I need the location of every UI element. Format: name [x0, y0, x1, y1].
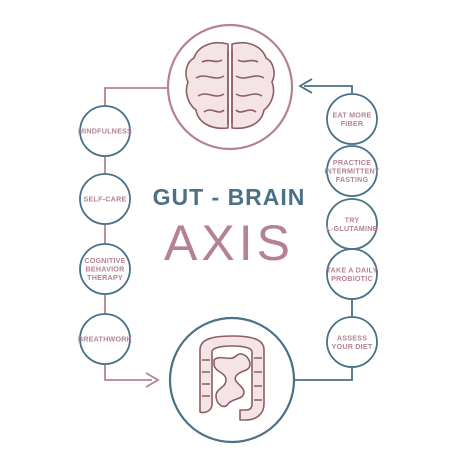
left_items-item-label: MINDFULNESS — [78, 127, 132, 136]
left-arrowhead — [145, 372, 160, 388]
left_items-item-label: THERAPY — [87, 273, 123, 282]
right_items-item-label: TAKE A DAILY — [327, 265, 378, 274]
left_items-item-circle — [79, 313, 131, 365]
title-line-2: AXIS — [164, 215, 294, 271]
left_items-item: BREATHWORK — [78, 313, 133, 365]
right_items-item-label: EAT MORE — [332, 110, 371, 119]
right_items-item-circle — [326, 248, 378, 300]
left-item-list: MINDFULNESS SELF-CARE COGNITIVEBEHAVIORTHE… — [78, 105, 133, 365]
right_items-item-label: FIBER — [341, 119, 364, 128]
right_items-item-label: L-GLUTAMINE — [326, 224, 377, 233]
intestines-icon — [199, 335, 265, 421]
left_items-item-label: SELF-CARE — [84, 195, 127, 204]
left_items-item-circle — [79, 243, 131, 295]
right_items-item-circle — [326, 93, 378, 145]
right-item-list: EAT MOREFIBERPRACTICEINTERMITTENTFASTING… — [324, 93, 380, 368]
right-arrowhead — [298, 78, 313, 94]
brain-hub — [166, 23, 294, 151]
left_items-item-label: BEHAVIOR — [85, 265, 125, 274]
right_items-item-label: TRY — [345, 215, 360, 224]
right_items-item-label: YOUR DIET — [332, 342, 373, 351]
brain-icon — [185, 42, 275, 130]
left_items-item-label: COGNITIVE — [84, 256, 125, 265]
left_items-item-circle — [79, 173, 131, 225]
left_items-item: SELF-CARE — [79, 173, 131, 225]
left_items-item-label: BREATHWORK — [78, 335, 133, 344]
gut-hub — [168, 316, 296, 444]
right_items-item-circle — [326, 316, 378, 368]
right_items-item-label: ASSESS — [337, 333, 367, 342]
right_items-item-label: INTERMITTENT — [324, 167, 380, 176]
right_items-item-circle — [326, 145, 378, 197]
right_items-item-label: FASTING — [336, 175, 369, 184]
left_items-item-circle — [79, 105, 131, 157]
title-line-1: GUT - BRAIN — [153, 184, 306, 210]
left_items-item: MINDFULNESS — [78, 105, 132, 157]
right_items-item-label: PROBIOTIC — [331, 274, 373, 283]
left-connector-line — [104, 87, 168, 381]
right_items-item-label: PRACTICE — [333, 158, 371, 167]
